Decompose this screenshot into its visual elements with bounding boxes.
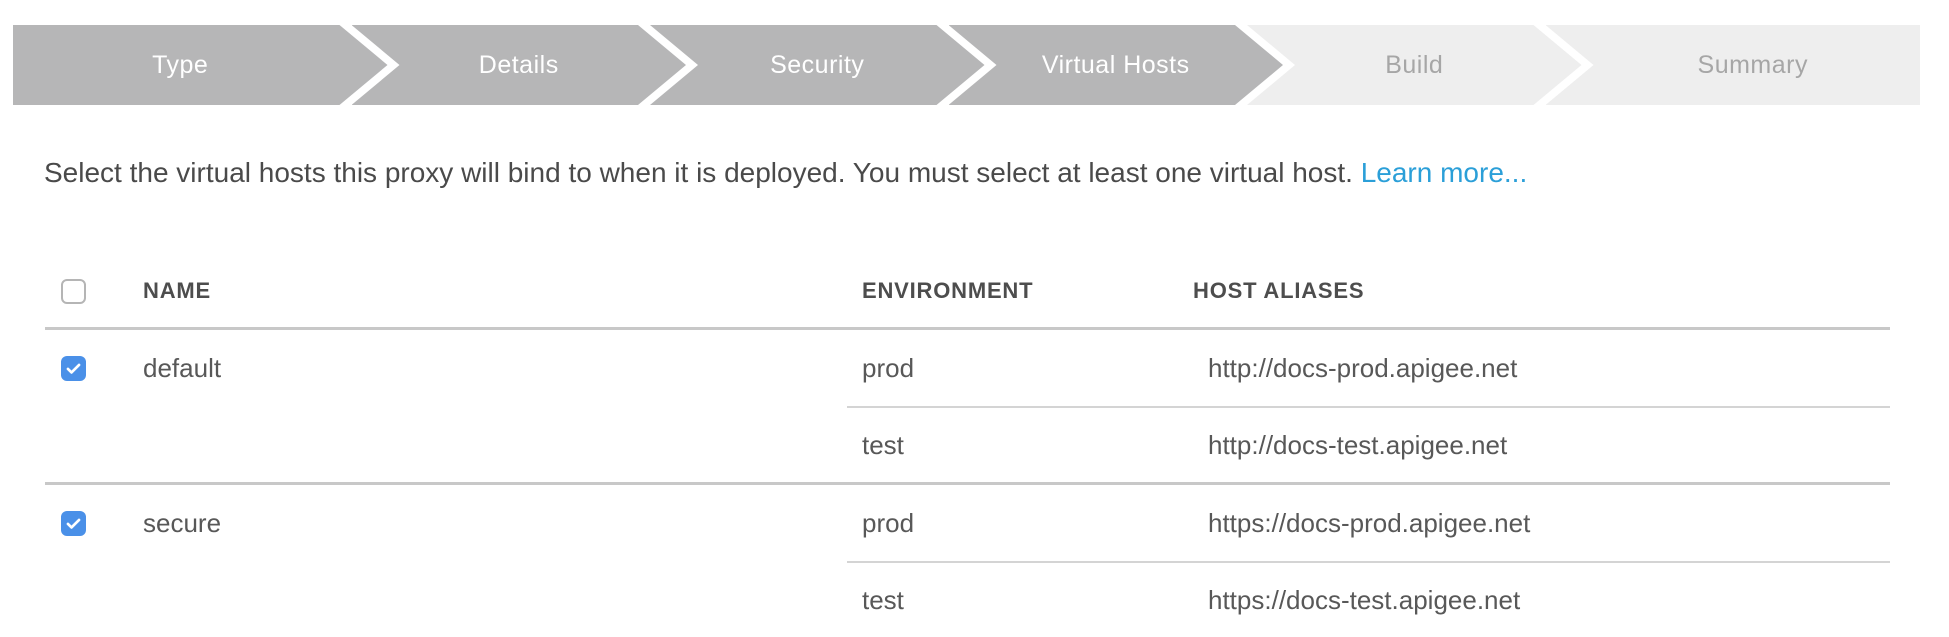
binding-row: prod https://docs-prod.apigee.net <box>847 485 1890 561</box>
column-header-host-aliases: HOST ALIASES <box>1193 278 1365 303</box>
row-checkbox-secure[interactable] <box>61 510 86 536</box>
instruction-body: Select the virtual hosts this proxy will… <box>44 157 1353 188</box>
column-header-name: NAME <box>143 278 211 303</box>
step-virtual-hosts[interactable]: Virtual Hosts <box>949 25 1284 105</box>
virtual-host-name: secure <box>143 507 222 538</box>
host-alias-value: http://docs-test.apigee.net <box>1208 429 1508 460</box>
checkmark-icon <box>66 363 81 374</box>
virtual-host-name: default <box>143 352 222 383</box>
step-security[interactable]: Security <box>650 25 985 105</box>
environment-value: prod <box>862 352 915 383</box>
virtual-hosts-table: NAME ENVIRONMENT HOST ALIASES default pr… <box>45 255 1890 637</box>
checkmark-icon <box>66 518 81 529</box>
table-row: default prod http://docs-prod.apigee.net… <box>45 330 1890 485</box>
table-row: secure prod https://docs-prod.apigee.net… <box>45 485 1890 637</box>
step-summary: Summary <box>1545 25 1920 105</box>
binding-row: test http://docs-test.apigee.net <box>847 406 1890 482</box>
binding-row: prod http://docs-prod.apigee.net <box>847 330 1890 406</box>
wizard-stepper: Type Details Security Virtual Hosts Buil… <box>13 25 1920 105</box>
table-header-row: NAME ENVIRONMENT HOST ALIASES <box>45 255 1890 330</box>
step-type[interactable]: Type <box>13 25 388 105</box>
step-build: Build <box>1247 25 1582 105</box>
step-details[interactable]: Details <box>352 25 687 105</box>
select-all-checkbox[interactable] <box>61 278 86 304</box>
binding-row: test https://docs-test.apigee.net <box>847 561 1890 637</box>
column-header-environment: ENVIRONMENT <box>862 278 1034 303</box>
host-alias-value: https://docs-prod.apigee.net <box>1208 507 1531 538</box>
environment-value: prod <box>862 507 915 538</box>
learn-more-link[interactable]: Learn more... <box>1360 157 1528 188</box>
instruction-text: Select the virtual hosts this proxy will… <box>44 156 1924 190</box>
row-checkbox-default[interactable] <box>61 355 86 381</box>
environment-value: test <box>862 429 904 460</box>
host-alias-value: http://docs-prod.apigee.net <box>1208 352 1518 383</box>
environment-value: test <box>862 584 904 615</box>
host-alias-value: https://docs-test.apigee.net <box>1208 584 1521 615</box>
